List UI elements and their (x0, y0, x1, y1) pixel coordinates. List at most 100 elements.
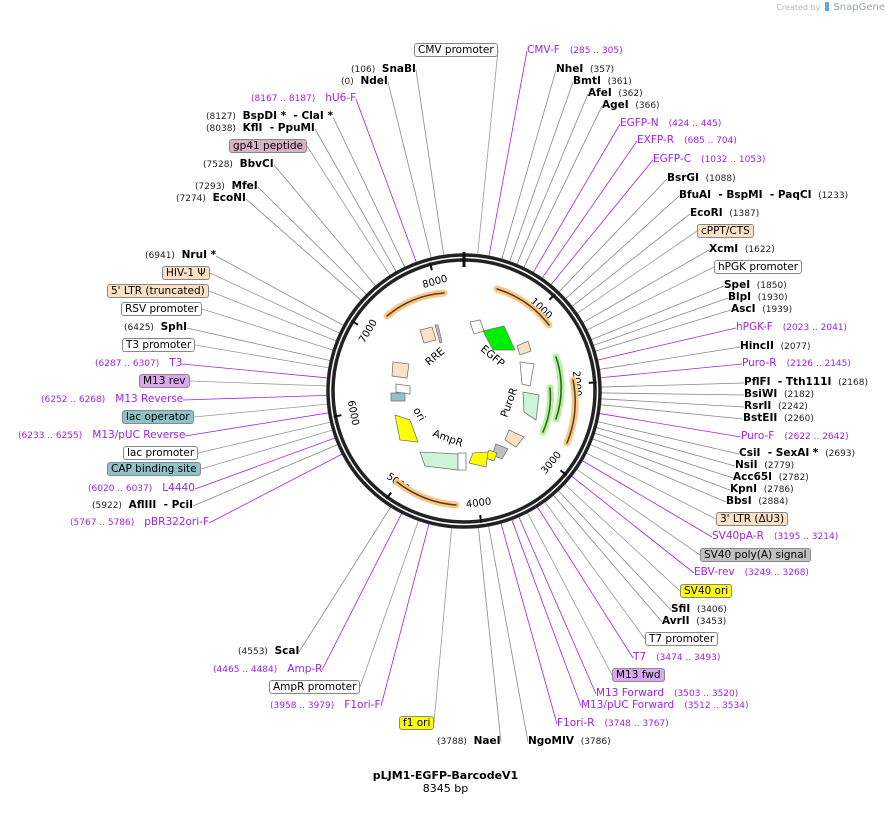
primer-name: EGFP-C (653, 153, 692, 165)
feature-label: T7 promoter (645, 632, 719, 646)
enzyme-name: NruI * (181, 249, 217, 261)
enzyme-name: PflFI - Tth111I (744, 376, 832, 388)
enzyme-position: (6425) (124, 323, 154, 333)
enzyme-position: (1233) (818, 191, 849, 201)
enzyme-name: ScaI (274, 645, 300, 657)
enzyme-position: (2884) (758, 497, 789, 507)
enzyme-position: (2782) (778, 473, 809, 483)
enzyme-label: BsiWI (2182) (744, 388, 814, 402)
primer-name: M13/pUC Forward (581, 699, 675, 711)
enzyme-label: BstEII (2260) (743, 412, 814, 426)
primer-name: L4440 (162, 482, 195, 494)
gp41-marker (434, 324, 443, 344)
primer-label: T7 (3474 .. 3493) (633, 651, 720, 665)
enzyme-label: NgoMIV (3786) (528, 735, 611, 749)
feature-label: RSV promoter (121, 302, 203, 316)
enzyme-label: BsrGI (1088) (667, 172, 736, 186)
enzyme-position: (1622) (744, 245, 775, 255)
green-primer-arcs (539, 353, 565, 436)
enzyme-position: (357) (589, 65, 615, 75)
enzyme-label: BfuAI - BspMI - PaqCI (1233) (679, 189, 848, 203)
primer-name: T3 (169, 357, 183, 369)
feature-label: CAP binding site (107, 462, 201, 476)
enzyme-position: (0) (341, 77, 354, 87)
enzyme-label: NheI (357) (556, 63, 614, 77)
primer-name: F1ori-F (344, 699, 381, 711)
enzyme-label: (6425) SphI (124, 321, 187, 335)
feature-label: 3' LTR (ΔU3) (716, 512, 789, 526)
enzyme-label: (7528) BbvCI (203, 158, 274, 172)
enzyme-label: AgeI (366) (602, 99, 660, 113)
feature-label: 5' LTR (truncated) (107, 284, 209, 298)
enzyme-position: (7293) (195, 182, 225, 192)
primer-position: (6020 .. 6037) (88, 484, 153, 494)
enzyme-name: SnaBI (381, 63, 416, 75)
primer-name: M13 Reverse (115, 393, 184, 405)
enzyme-name: EcoNI (212, 192, 246, 204)
enzyme-name: BsiWI (744, 388, 778, 400)
enzyme-position: (2786) (763, 485, 794, 495)
primer-label: (6233 .. 6255) M13/pUC Reverse (18, 429, 185, 443)
primer-position: (6233 .. 6255) (18, 431, 83, 441)
puror-label: PuroR (499, 386, 521, 419)
primer-label: CMV-F (285 .. 305) (527, 44, 623, 58)
enzyme-label: (4553) ScaI (238, 645, 299, 659)
enzyme-label: (7293) MfeI (195, 180, 258, 194)
enzyme-label: (0) NdeI (341, 75, 388, 89)
plasmid-name: pLJM1-EGFP-BarcodeV1 (372, 769, 519, 782)
enzyme-name: BlpI (728, 291, 752, 303)
enzyme-name: BbvCI (239, 158, 274, 170)
rre-box (419, 326, 437, 344)
enzyme-position: (1930) (757, 293, 788, 303)
feature-label: HIV-1 Ψ (162, 266, 210, 280)
enzyme-position: (1939) (762, 305, 793, 315)
primer-name: pBR322ori-F (144, 516, 209, 528)
cmv-promoter-arrow (469, 319, 485, 335)
primer-name: Puro-R (742, 357, 777, 369)
ruler-tick-label: 4000 (465, 496, 492, 510)
enzyme-position: (1387) (729, 209, 760, 219)
orange-arcs (383, 285, 579, 509)
primer-position: (3512 .. 3534) (684, 701, 749, 711)
enzyme-label: AscI (1939) (731, 303, 792, 317)
enzyme-label: (8038) KflI - PpuMI (206, 122, 315, 136)
primer-name: M13 Forward (596, 687, 664, 699)
primer-label: (4465 .. 4484) Amp-R (213, 663, 322, 677)
primer-name: M13/pUC Reverse (92, 429, 186, 441)
enzyme-label: (8127) BspDI * - ClaI * (206, 110, 333, 124)
enzyme-position: (2242) (778, 402, 808, 412)
snapgene-credit: Created by SnapGene (776, 2, 885, 13)
enzyme-label: BmtI (361) (573, 75, 632, 89)
enzyme-name: BstEII (743, 412, 778, 424)
enzyme-label: (6941) NruI * (145, 249, 216, 263)
enzyme-name: NheI (556, 63, 584, 75)
primer-position: (285 .. 305) (569, 46, 623, 56)
enzyme-name: AflIII - PciI (128, 499, 194, 511)
primer-label: (6252 .. 6268) M13 Reverse (41, 393, 183, 407)
enzyme-position: (2260) (783, 414, 814, 424)
enzyme-label: EcoRI (1387) (690, 207, 759, 221)
primer-position: (2126 .. 2145) (786, 359, 851, 369)
enzyme-position: (366) (635, 101, 660, 111)
inner-features (390, 319, 540, 471)
enzyme-label: (106) SnaBI (351, 63, 416, 77)
enzyme-name: BspDI * - ClaI * (242, 110, 333, 122)
primer-position: (3503 .. 3520) (674, 689, 739, 699)
feature-label: cPPT/CTS (697, 224, 754, 238)
enzyme-name: AscI (731, 303, 756, 315)
primer-name: Amp-R (287, 663, 323, 675)
primer-label: EXFP-R (685 .. 704) (637, 134, 737, 148)
enzyme-name: BfuAI - BspMI - PaqCI (679, 189, 812, 201)
primer-label: (5767 .. 5786) pBR322ori-F (70, 516, 209, 530)
primer-name: T7 (633, 651, 647, 663)
enzyme-name: CsiI - SexAI * (739, 447, 819, 459)
ampr-arrow (419, 451, 459, 471)
ruler-tick-label: 8000 (421, 274, 448, 291)
primer-label: (3958 .. 3979) F1ori-F (270, 699, 381, 713)
enzyme-position: (2168) (838, 378, 868, 388)
leader-lines (181, 49, 745, 743)
enzyme-name: Acc65I (733, 471, 773, 483)
enzyme-name: NgoMIV (528, 735, 574, 747)
